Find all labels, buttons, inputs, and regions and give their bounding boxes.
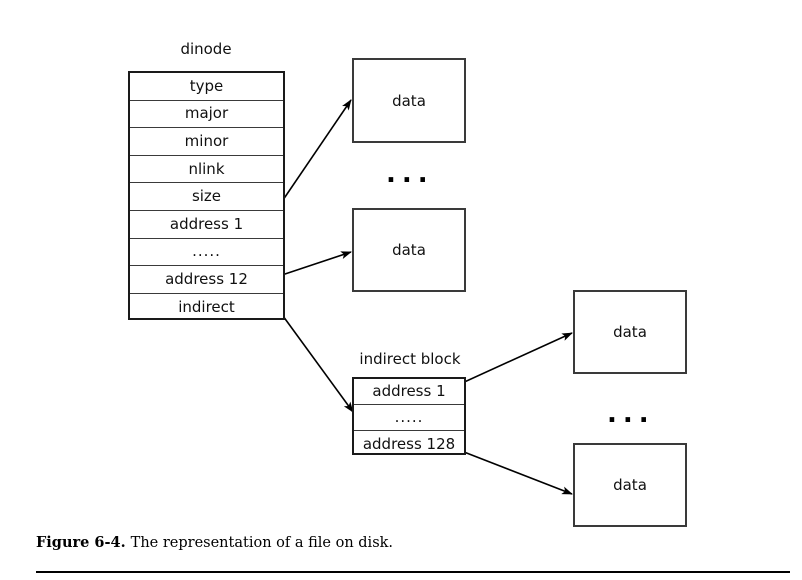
dinode-title: dinode (180, 40, 232, 58)
dinode-row-address-12: address 12 (130, 266, 283, 294)
data-block-3: data (573, 290, 687, 374)
data-block-4: data (573, 443, 687, 527)
indirect-block-title: indirect block (359, 350, 461, 368)
dinode-row-address-1: address 1 (130, 211, 283, 239)
arrow-indirect-address1-to-data3 (448, 332, 573, 390)
arrow-indirect-to-indirect-block (282, 315, 354, 413)
data-block-1-label: data (392, 91, 426, 110)
bottom-rule (36, 571, 790, 573)
dinode-row-ellipsis: ..... (130, 239, 283, 267)
dinode-row-major: major (130, 101, 283, 129)
data-block-2-label: data (392, 241, 426, 259)
indirect-block-box: address 1 ..... address 128 (352, 377, 466, 455)
figure-caption-text: The representation of a file on disk. (130, 535, 394, 551)
indirect-row-address-128: address 128 (362, 434, 456, 453)
indirect-row-ellipsis: ..... (354, 405, 464, 431)
dinode-row-indirect: indirect (178, 298, 235, 317)
figure-caption: Figure 6-4.The representation of a file … (36, 534, 393, 551)
data-block-4-label: data (613, 476, 647, 494)
figure-number: Figure 6-4. (36, 534, 126, 551)
dinode-row-nlink: nlink (130, 156, 283, 184)
ellipsis-indirect-blocks: ... (607, 399, 655, 429)
data-block-1: data (352, 58, 466, 143)
dinode-box: type major minor nlink size address 1 ..… (128, 71, 285, 320)
dinode-row-type: type (130, 73, 283, 101)
data-block-2: data (352, 208, 466, 292)
indirect-row-address-1: address 1 (354, 379, 464, 405)
data-block-3-label: data (613, 323, 647, 341)
ellipsis-direct-blocks: ... (386, 159, 434, 189)
dinode-row-minor: minor (130, 128, 283, 156)
arrow-indirect-address128-to-data4 (463, 451, 573, 495)
dinode-row-size: size (130, 183, 283, 211)
arrow-address12-to-data2 (278, 251, 352, 277)
